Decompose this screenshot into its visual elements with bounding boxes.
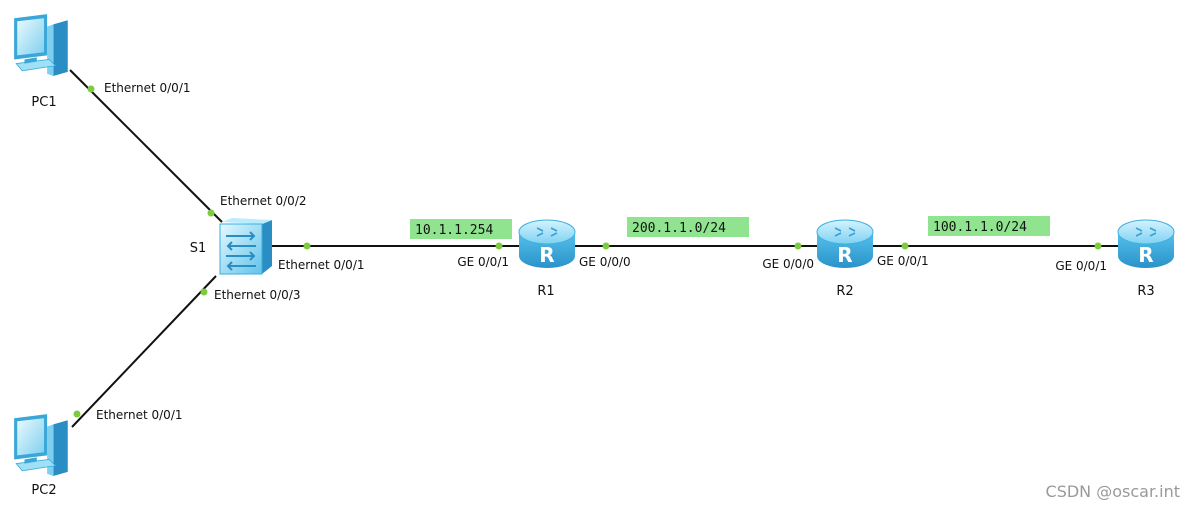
pc-icon	[13, 13, 69, 77]
r2-device[interactable]: R2	[816, 219, 874, 299]
network-label-bg	[627, 217, 749, 237]
port-dot	[73, 410, 81, 418]
device-label-pc2: PC2	[31, 483, 56, 498]
pc1-device[interactable]: PC1	[13, 13, 69, 110]
port-dot	[303, 242, 311, 250]
port-dot	[602, 242, 610, 250]
port-dot	[901, 242, 909, 250]
switch-icon	[219, 218, 273, 275]
network-label-bg	[928, 216, 1050, 236]
port-label: Ethernet 0/0/1	[104, 81, 191, 95]
network-labels-layer: 10.1.1.254 200.1.1.0/24 100.1.1.0/24	[410, 216, 1050, 239]
watermark: CSDN @oscar.int	[1046, 482, 1180, 501]
r3-device[interactable]: R3	[1117, 219, 1175, 299]
port-label: Ethernet 0/0/2	[220, 194, 307, 208]
s1-device[interactable]: S1	[190, 218, 273, 275]
network-label-r2-r3: 100.1.1.0/24	[933, 220, 1027, 235]
port-label: GE 0/0/0	[762, 257, 814, 271]
port-label: Ethernet 0/0/1	[278, 258, 365, 272]
port-dot	[200, 288, 208, 296]
port-label: GE 0/0/1	[457, 255, 509, 269]
router-icon	[816, 219, 874, 269]
port-dot	[794, 242, 802, 250]
link-pc1-s1[interactable]	[69, 69, 223, 223]
network-label-r1-r2: 200.1.1.0/24	[632, 221, 726, 236]
network-label-r1-lan: 10.1.1.254	[415, 223, 493, 238]
device-label-r2: R2	[836, 284, 853, 299]
port-dot	[87, 85, 95, 93]
r1-device[interactable]: R1	[518, 219, 576, 299]
device-label-r3: R3	[1137, 284, 1154, 299]
port-label: Ethernet 0/0/1	[96, 408, 183, 422]
port-label: GE 0/0/0	[579, 255, 631, 269]
device-label-pc1: PC1	[31, 95, 56, 110]
port-label: Ethernet 0/0/3	[214, 288, 301, 302]
router-icon	[518, 219, 576, 269]
network-label-bg	[410, 219, 512, 239]
router-icon	[1117, 219, 1175, 269]
device-label-r1: R1	[537, 284, 554, 299]
port-dot	[495, 242, 503, 250]
port-label: GE 0/0/1	[1055, 259, 1107, 273]
devices-layer: PC1 PC2 S1 R1 R2 R3	[13, 13, 1175, 498]
pc2-device[interactable]: PC2	[13, 413, 69, 498]
device-label-s1: S1	[190, 241, 207, 256]
port-dot	[207, 209, 215, 217]
port-label: GE 0/0/1	[877, 254, 929, 268]
link-pc2-s1[interactable]	[71, 275, 217, 428]
pc-icon	[13, 413, 69, 477]
port-dot	[1094, 242, 1102, 250]
links-layer	[69, 69, 1120, 428]
